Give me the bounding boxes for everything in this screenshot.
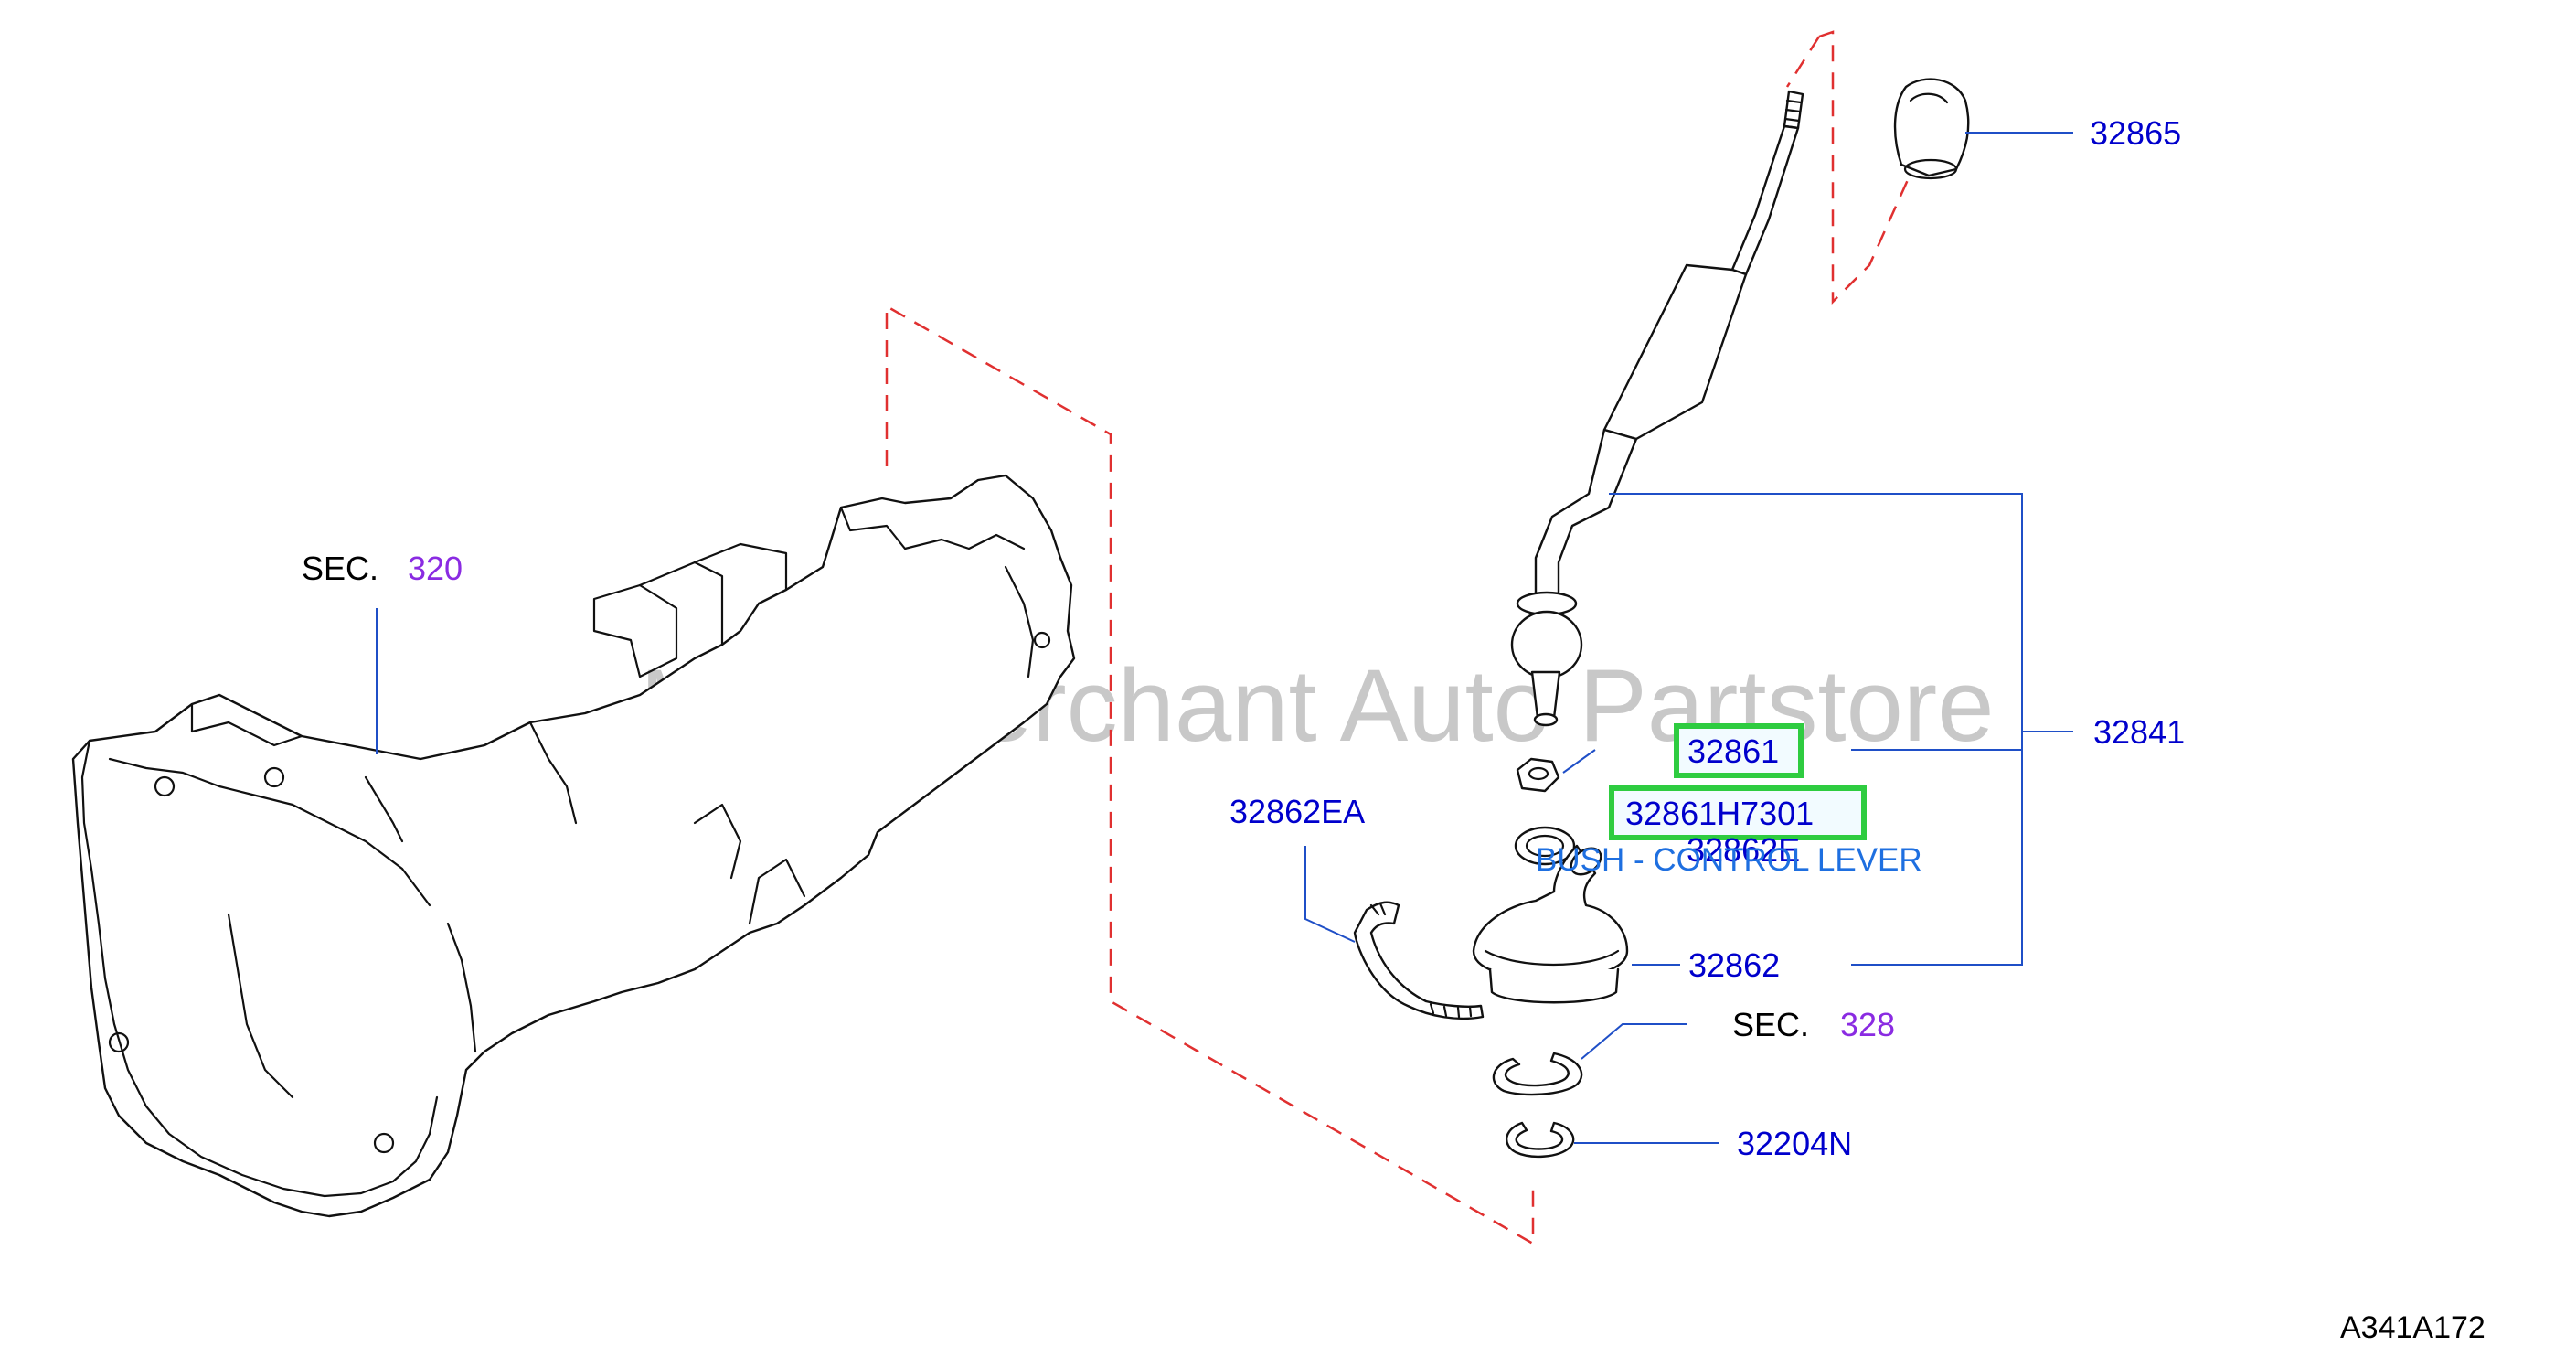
band-serrations [1369,902,1473,1019]
leader-32861 [1562,749,1596,774]
knob-guide-tip [1785,36,1821,88]
boot-band [1353,901,1485,1020]
lever-lower-shaft [1530,670,1561,720]
leader-32862EA [1304,846,1356,943]
boot-base [1488,967,1620,1004]
thread-line-3 [1783,117,1801,123]
lever-upper-rod [1730,124,1800,276]
part-32204N-link[interactable]: 32204N [1737,1125,1852,1162]
case-rib-2 [528,721,578,825]
lever-shaft-end [1533,712,1559,727]
part-description: BUSH - CONTROL LEVER [1536,842,1922,878]
highlight-box-32861H7301 [1609,785,1867,840]
part-32861-link[interactable]: 32861 [1687,732,1779,770]
case-contour [227,913,294,1099]
case-rib-4 [748,858,806,925]
part-32862-link[interactable]: 32862 [1688,946,1780,984]
transmission-case [71,474,1076,1218]
lever-grip-sleeve [1602,263,1748,441]
sec-328-link[interactable]: 328 [1840,1006,1895,1043]
lever-ball [1510,610,1583,679]
labels: SEC. 320 32865 32841 32861 32861H7301 32… [302,114,2486,1345]
thread-line-1 [1785,99,1803,104]
case-rib-1 [364,775,404,843]
leader-sec328 [1581,1023,1687,1060]
snap-ring-sec328 [1492,1052,1583,1096]
part-32865-link[interactable]: 32865 [2090,114,2181,152]
bush-drawing [1516,757,1560,793]
knob-highlight [1909,92,1949,104]
top-block-4 [693,542,788,592]
boot-fold [1484,949,1620,967]
knob-guide [1818,30,1912,305]
top-block-2 [592,583,678,678]
bolt-boss-3 [108,1031,130,1053]
rear-housing-side [1004,565,1035,678]
bolt-boss-5 [1033,631,1051,649]
bolt-boss-2 [263,766,285,788]
boot-ring-inner [1525,834,1565,858]
bush-nut [1516,757,1560,793]
case-rib-3 [693,803,742,880]
lever-lower-rod [1534,428,1638,605]
snap-ring-32204N-drawing [1506,1121,1575,1159]
sec-328-prefix: SEC. [1732,1006,1809,1043]
boot-band-drawing [1353,901,1485,1020]
boot-ring [1514,826,1576,866]
knob-base [1903,158,1958,180]
rear-housing-top [839,506,1026,550]
bush-hole [1528,766,1549,781]
bell-housing-edge [80,739,439,1198]
dashed-guide-lines [885,30,1912,1246]
part-32862E-label[interactable]: 32862E [1687,831,1800,869]
leader-32841-bracket [1609,493,2023,966]
boot-drawing [1472,844,1629,1004]
snap-ring-32204N [1506,1121,1575,1159]
top-block-1 [190,702,303,747]
bolt-boss-4 [373,1132,395,1154]
highlight-box-32861 [1674,723,1804,778]
part-32841-link[interactable]: 32841 [2093,713,2185,751]
shift-knob [1893,78,1970,177]
bell-housing-rim [108,757,431,907]
ring-drawing [1514,826,1576,866]
sec-320-prefix: SEC. [302,550,378,587]
leader-lines [376,132,2073,1144]
part-number-32861H7301[interactable]: 32861H7301 [1625,795,1814,832]
transmission-drawing [71,474,1076,1218]
case-contour-2 [446,922,477,1053]
transmission-guide [885,304,1535,1246]
boot-top-opening [1570,847,1602,876]
snap-ring-328-drawing [1492,1052,1583,1096]
shift-lever-drawing [1510,90,1804,727]
part-32862EA-link[interactable]: 32862EA [1229,793,1365,830]
sec-320-link[interactable]: 320 [408,550,463,587]
top-block-3 [638,561,724,646]
bolt-boss-1 [154,775,176,797]
diagram-reference: A341A172 [2340,1310,2486,1345]
shift-knob-drawing [1893,78,1970,180]
thread-line-2 [1784,108,1802,113]
